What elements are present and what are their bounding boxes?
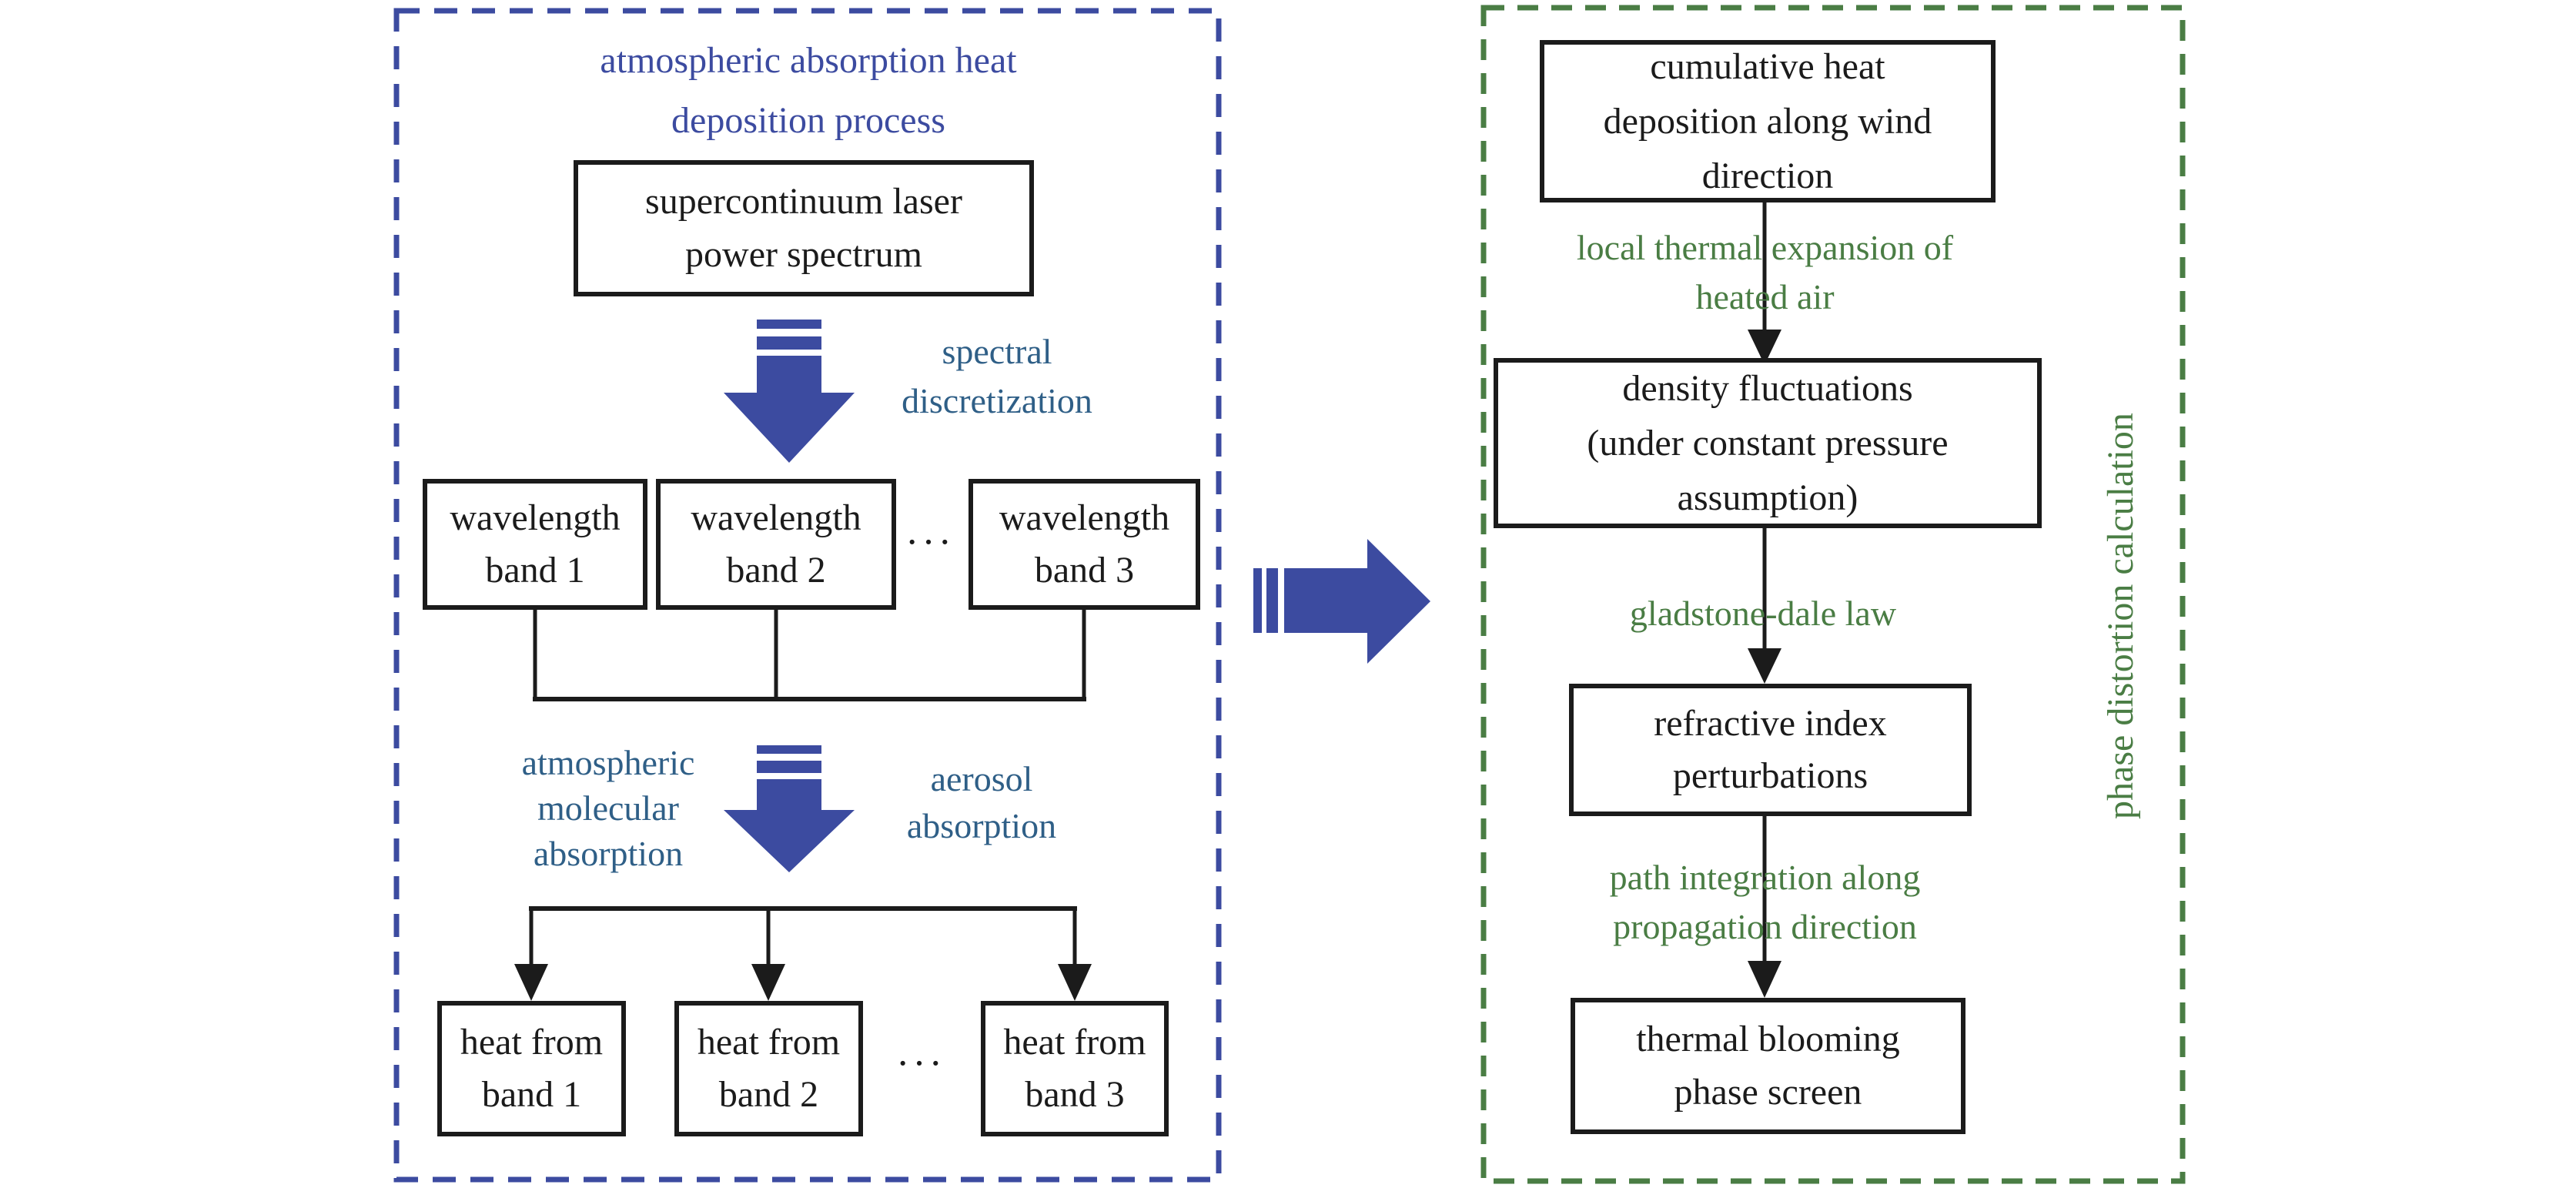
box-refractive-index: refractive index perturbations	[1569, 684, 1972, 816]
box-density-fluctuations: density fluctuations (under constant pre…	[1494, 358, 2042, 528]
box-wavelength-band-1: wavelength band 1	[423, 479, 647, 610]
label-spectral-discretization: spectral discretization	[902, 332, 1092, 421]
box-heat-band-2: heat from band 2	[674, 1001, 863, 1136]
box-heat-band-3: heat from band 3	[981, 1001, 1169, 1136]
label-phase-distortion-calculation: phase distortion calculation	[2100, 413, 2141, 819]
striped-down-arrow-2-icon	[724, 745, 855, 872]
box-wavelength-band-2: wavelength band 2	[656, 479, 896, 610]
label-gladstone-dale-law: gladstone-dale law	[1629, 594, 1897, 633]
box-wavelength-band-3: wavelength band 3	[969, 479, 1200, 610]
heat-connector-arrowheads	[514, 964, 1092, 1001]
right-flow-arrowheads	[1748, 330, 1781, 998]
heat-connector-lines	[529, 906, 1077, 967]
label-local-thermal-expansion: local thermal expansion of heated air	[1576, 228, 1954, 317]
label-path-integration: path integration along propagation direc…	[1609, 858, 1921, 947]
ellipsis-bands: ···	[905, 520, 955, 564]
box-supercontinuum-laser: supercontinuum laser power spectrum	[574, 160, 1034, 296]
striped-down-arrow-1-icon	[724, 320, 855, 463]
ellipsis-heat: ···	[896, 1042, 945, 1086]
box-cumulative-heat: cumulative heat deposition along wind di…	[1540, 40, 1996, 202]
left-panel-border	[393, 8, 1222, 1183]
right-panel-border	[1480, 5, 2186, 1184]
band-connector-lines	[533, 610, 1086, 701]
box-heat-band-1: heat from band 1	[437, 1001, 626, 1136]
label-molecular-absorption: atmospheric molecular absorption	[521, 743, 695, 873]
left-panel-title: atmospheric absorption heat deposition p…	[600, 40, 1017, 141]
box-thermal-blooming: thermal blooming phase screen	[1571, 998, 1965, 1134]
label-aerosol-absorption: aerosol absorption	[906, 759, 1057, 845]
panel-transition-arrow-icon	[1253, 539, 1430, 664]
